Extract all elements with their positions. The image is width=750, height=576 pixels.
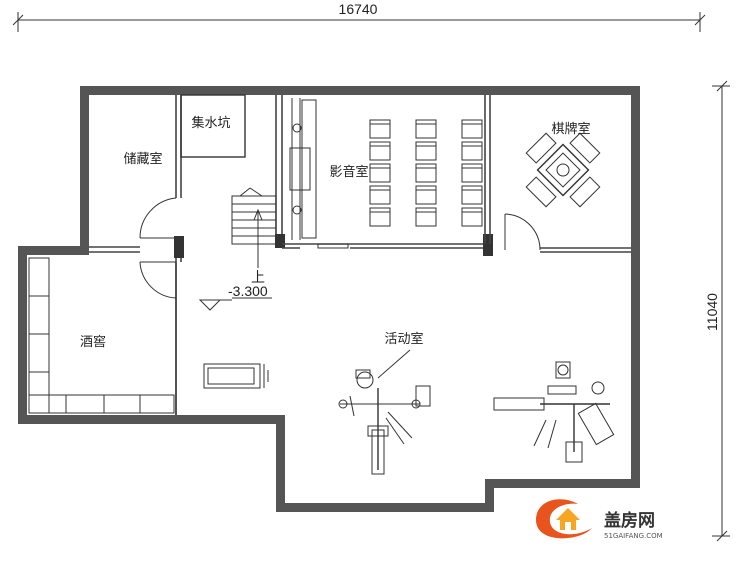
theater-furniture: [289, 98, 483, 240]
watermark: 盖房网 51GAIFANG.COM: [536, 499, 663, 540]
right-dimension: 11040: [704, 80, 730, 542]
outer-walls: [18, 86, 640, 512]
interior-walls: [89, 94, 631, 415]
theater-seat: [461, 185, 483, 205]
width-dimension-label: 16740: [339, 1, 378, 17]
theater-seat: [369, 207, 391, 227]
stair-up-label: 上: [251, 269, 265, 285]
house-logo-icon: [536, 499, 592, 539]
room-label-storage: 储藏室: [123, 151, 162, 167]
theater-seat: [369, 141, 391, 161]
room-label-chess: 棋牌室: [551, 121, 590, 137]
gym-machine-right: [493, 361, 615, 463]
chess-table: [525, 132, 601, 208]
theater-seat: [461, 163, 483, 183]
theater-seats: [369, 119, 483, 227]
theater-seat: [369, 163, 391, 183]
stair: 上 -3.300: [198, 187, 277, 311]
wine-shelves: [28, 257, 175, 414]
theater-seat: [415, 185, 437, 205]
theater-seat: [461, 207, 483, 227]
theater-seat: [369, 119, 391, 139]
theater-seat: [461, 119, 483, 139]
room-label-activity: 活动室: [384, 331, 423, 347]
room-label-sump: 集水坑: [191, 115, 230, 131]
theater-seat: [415, 119, 437, 139]
gym-machine-left: [338, 349, 431, 475]
theater-seat: [415, 141, 437, 161]
floor-level-label: -3.300: [228, 283, 268, 299]
watermark-name: 盖房网: [604, 510, 655, 531]
weight-bench: [203, 363, 269, 389]
room-label-theater: 影音室: [329, 164, 368, 180]
height-dimension-label: 11040: [704, 293, 720, 331]
watermark-url: 51GAIFANG.COM: [604, 532, 663, 540]
theater-seat: [369, 185, 391, 205]
top-dimension: 16740: [12, 1, 706, 32]
theater-seat: [461, 141, 483, 161]
room-label-wine: 酒窖: [80, 334, 106, 350]
doors: [139, 197, 541, 299]
theater-seat: [415, 207, 437, 227]
theater-seat: [415, 163, 437, 183]
